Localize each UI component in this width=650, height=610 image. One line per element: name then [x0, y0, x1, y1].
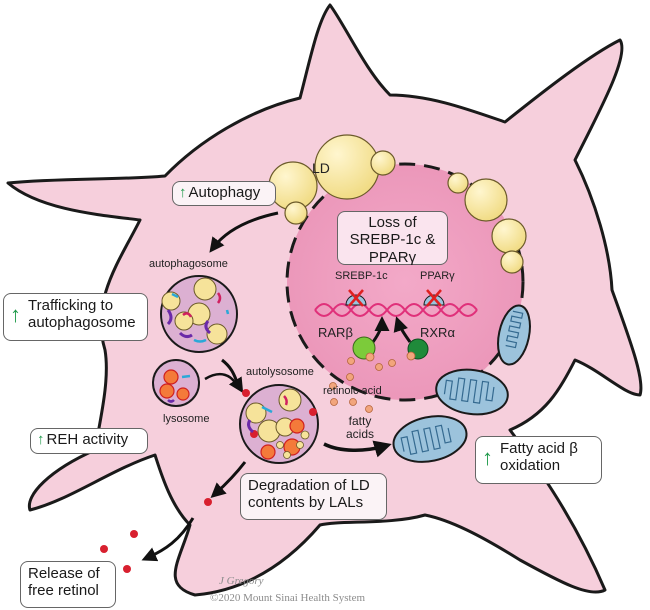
- label-retinoic-acid: retinoic acid: [323, 385, 382, 397]
- label-ld: LD: [312, 160, 330, 176]
- box-degradation: Degradation of LD contents by LALs: [240, 473, 387, 520]
- label-fatty-acids-line1: fatty: [348, 414, 372, 428]
- up-arrow-icon: ↑: [179, 184, 187, 201]
- retinol-dot: [204, 498, 212, 506]
- label-lysosome: lysosome: [163, 413, 210, 425]
- arrow-rxr: [393, 316, 412, 343]
- up-arrow-icon: ↑: [10, 302, 21, 327]
- box-trafficking-line2: autophagosome: [28, 314, 136, 332]
- up-arrow-icon: ↑: [482, 445, 493, 470]
- autophagosome: [160, 275, 238, 353]
- retinoic-acid-dot: [406, 351, 416, 361]
- arrow-autophagy: [209, 211, 279, 253]
- lysosome: [152, 359, 200, 407]
- box-autophagy: ↑Autophagy: [172, 181, 276, 206]
- box-degradation-line1: Degradation of LD: [248, 477, 370, 494]
- box-autophagy-text: Autophagy: [188, 184, 261, 201]
- ppar-factor: [423, 289, 445, 307]
- box-release-retinol: Release of free retinol: [20, 561, 116, 608]
- credit-author: J Gregory: [219, 575, 264, 587]
- arrow-lysosome: [204, 372, 240, 389]
- box-release-line2: free retinol: [28, 582, 99, 600]
- label-srebp: SREBP-1c: [335, 270, 388, 282]
- lipid-droplets-right: [447, 172, 527, 274]
- retinol-dot: [100, 545, 108, 553]
- box-fatty-oxidation-line2: oxidation: [500, 457, 561, 475]
- retinoic-acid-dots: [329, 357, 396, 413]
- label-autolysosome: autolysosome: [246, 366, 314, 378]
- retinol-dot: [130, 530, 138, 538]
- autolysosome: [239, 384, 319, 464]
- box-degradation-line2: contents by LALs: [248, 494, 364, 512]
- label-fatty-acids-line2: acids: [346, 426, 375, 441]
- arrow-degradation: [210, 461, 247, 499]
- box-loss-srebp-ppar: Loss of SREBP-1c & PPARγ: [337, 211, 448, 266]
- srebp-factor: [345, 289, 367, 307]
- box-loss-line1: Loss of: [368, 214, 417, 231]
- label-ppar: PPARγ: [420, 270, 455, 282]
- box-trafficking-line1: Trafficking to: [28, 297, 114, 314]
- label-autophagosome: autophagosome: [149, 258, 228, 270]
- credit-copyright: ©2020 Mount Sinai Health System: [210, 592, 366, 604]
- mitochondrion: [435, 368, 509, 416]
- box-trafficking: ↑ Trafficking to autophagosome: [3, 293, 148, 341]
- mitochondrion: [497, 304, 531, 366]
- box-release-line1: Release of: [28, 565, 100, 582]
- label-rxr-alpha: RXRα: [420, 325, 455, 340]
- label-fatty-acids: fatty acids: [346, 415, 374, 440]
- box-loss-line2: SREBP-1c &: [349, 231, 436, 249]
- box-fatty-oxidation-line1: Fatty acid β: [500, 440, 578, 457]
- up-arrow-icon: ↑: [37, 431, 45, 448]
- label-rar-beta: RARβ: [318, 325, 353, 340]
- lipid-droplets-left: [268, 134, 396, 225]
- box-reh-text: REH activity: [46, 431, 129, 448]
- box-reh-activity: ↑REH activity: [30, 428, 148, 454]
- arrow-release: [141, 517, 195, 562]
- dna-helix: [314, 303, 478, 317]
- box-fatty-acid-oxidation: ↑ Fatty acid β oxidation: [475, 436, 602, 484]
- arrow-rar: [371, 316, 390, 343]
- retinol-dot: [123, 565, 131, 573]
- arrow-fatty-acids: [323, 440, 392, 458]
- mitochondrion: [392, 415, 468, 463]
- arrow-to-autolysosome: [221, 358, 244, 394]
- box-loss-line3: PPARγ: [368, 248, 417, 266]
- retinoic-acid-dot: [365, 352, 375, 362]
